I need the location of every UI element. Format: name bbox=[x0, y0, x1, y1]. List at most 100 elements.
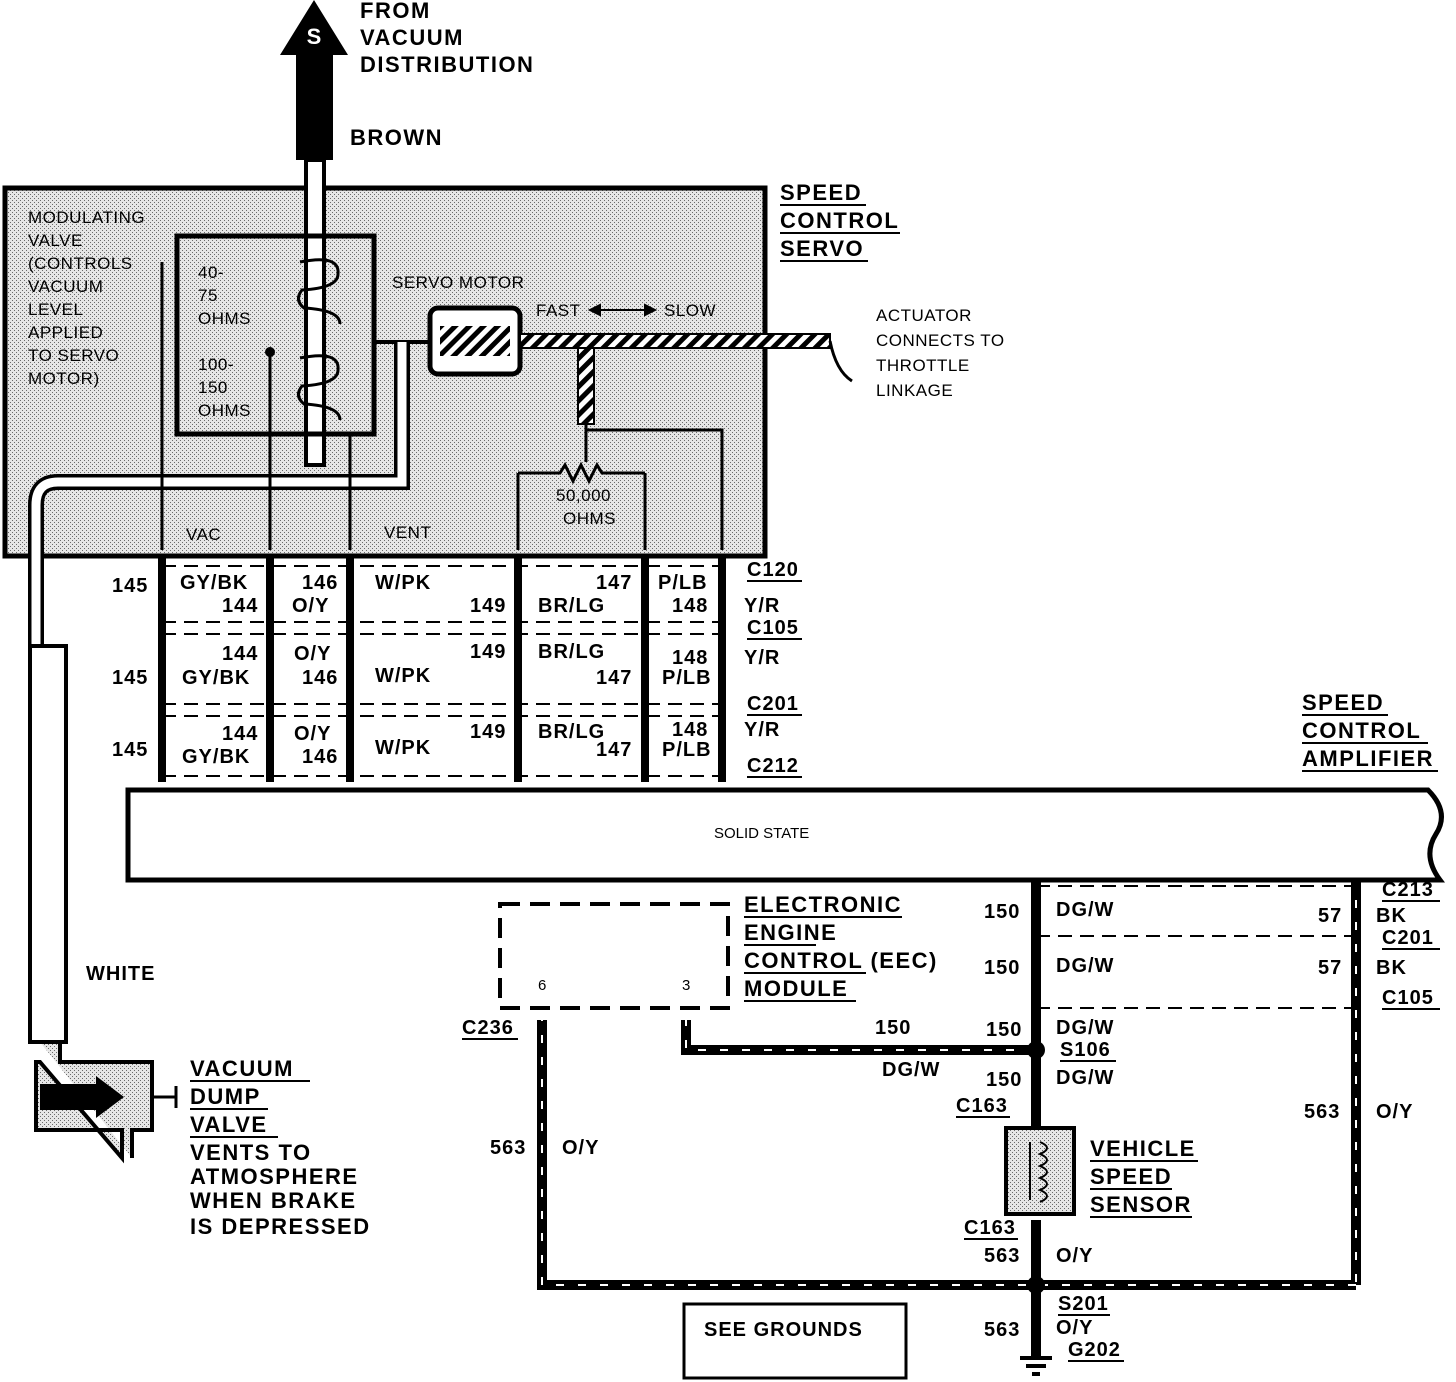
vss-c201-label: C201 bbox=[1382, 927, 1434, 949]
modulating-valve-line-6: APPLIED bbox=[28, 323, 103, 342]
vss-57-r1: 57 bbox=[1318, 905, 1342, 927]
g202-label: G202 bbox=[1068, 1339, 1121, 1361]
r3-149: 149 bbox=[470, 721, 506, 743]
vss-150-r4: 150 bbox=[986, 1069, 1022, 1091]
dump-desc-3: WHEN BRAKE bbox=[190, 1188, 357, 1213]
vss-150-r2: 150 bbox=[984, 957, 1020, 979]
c105-label: C105 bbox=[747, 617, 799, 639]
servo-title-1: SPEED bbox=[780, 180, 862, 205]
vss-150-r3: 150 bbox=[986, 1019, 1022, 1041]
white-hose-label: WHITE bbox=[86, 963, 155, 985]
r3-145: 145 bbox=[112, 739, 148, 761]
servo-title-3: SERVO bbox=[780, 236, 864, 261]
r3-oy: O/Y bbox=[294, 723, 331, 745]
vss-150-r1: 150 bbox=[984, 901, 1020, 923]
potentiometer-wiper-rod bbox=[577, 347, 595, 425]
vss-563-right: 563 bbox=[1304, 1101, 1340, 1123]
brown-hose-label: BROWN bbox=[350, 125, 443, 150]
r1-wpk: W/PK bbox=[375, 572, 431, 594]
eec-module: 6 3 ELECTRONIC ENGINE CONTROL (EEC) MODU… bbox=[498, 892, 938, 1010]
vss-dgw-r2: DG/W bbox=[1056, 955, 1114, 977]
modulating-valve-line-3: (CONTROLS bbox=[28, 254, 133, 273]
white-hose-path-inner bbox=[31, 342, 407, 650]
vss-dgw-r3: DG/W bbox=[1056, 1017, 1114, 1039]
s106-label: S106 bbox=[1060, 1039, 1111, 1061]
dump-desc-1: VENTS TO bbox=[190, 1140, 312, 1165]
eec-title-3: CONTROL (EEC) bbox=[744, 948, 938, 973]
solenoid-lead-vent bbox=[338, 432, 352, 550]
r1-oy: O/Y bbox=[292, 595, 329, 617]
r3-brlg: BR/LG bbox=[538, 721, 605, 743]
r1-148: 148 bbox=[672, 595, 708, 617]
potentiometer-resistor-icon bbox=[518, 461, 645, 485]
r1-144: 144 bbox=[222, 595, 258, 617]
dump-title-2: DUMP bbox=[190, 1084, 261, 1109]
sensor-coil-icon bbox=[1029, 1141, 1048, 1203]
eec-title-1: ELECTRONIC bbox=[744, 892, 902, 917]
c212-label: C212 bbox=[747, 755, 799, 777]
amplifier-body bbox=[125, 787, 1445, 883]
solenoid-coil-lower bbox=[297, 354, 342, 421]
vss-dgw-eec: DG/W bbox=[882, 1059, 940, 1081]
r2-gybk: GY/BK bbox=[182, 667, 250, 689]
eec-module-box bbox=[498, 902, 730, 1010]
vss-title-3: SENSOR bbox=[1090, 1192, 1192, 1217]
coil-1-line-2: 75 bbox=[198, 286, 218, 305]
r3-wpk: W/PK bbox=[375, 737, 431, 759]
splice-s106 bbox=[1027, 1041, 1045, 1059]
c236-label: C236 bbox=[462, 1017, 514, 1039]
r2-144: 144 bbox=[222, 643, 258, 665]
modulating-valve-line-1: MODULATING bbox=[28, 208, 145, 227]
r3-yr: Y/R bbox=[744, 719, 780, 741]
vss-563-left: 563 bbox=[490, 1137, 526, 1159]
brown-vacuum-hose bbox=[304, 158, 326, 467]
slow-label: SLOW bbox=[664, 301, 716, 320]
modulating-valve-line-7: TO SERVO bbox=[28, 346, 119, 365]
connector-dash-lines bbox=[162, 565, 722, 777]
see-grounds-label: SEE GROUNDS bbox=[704, 1319, 863, 1341]
dump-desc-2: ATMOSPHERE bbox=[190, 1164, 359, 1189]
vss-563-center: 563 bbox=[984, 1245, 1020, 1267]
vss-c105-label: C105 bbox=[1382, 987, 1434, 1009]
r1-gybk: GY/BK bbox=[180, 572, 248, 594]
r2-plb: P/LB bbox=[662, 667, 712, 689]
r3-gybk: GY/BK bbox=[182, 746, 250, 768]
r2-146: 146 bbox=[302, 667, 338, 689]
dump-title-3: VALVE bbox=[190, 1112, 268, 1137]
see-grounds-box bbox=[682, 1302, 908, 1380]
speed-control-amplifier: SOLID STATE SPEED CONTROL AMPLIFIER bbox=[125, 690, 1445, 883]
r1-brlg: BR/LG bbox=[538, 595, 605, 617]
modulating-valve-line-2: VALVE bbox=[28, 231, 83, 250]
r3-146: 146 bbox=[302, 746, 338, 768]
dump-valve-stem bbox=[152, 1086, 178, 1108]
r1-147: 147 bbox=[596, 572, 632, 594]
eec-title-2: ENGINE bbox=[744, 920, 837, 945]
vac-label: VAC bbox=[186, 525, 221, 544]
wire-563-loop bbox=[537, 1020, 1356, 1290]
ground-icon bbox=[1020, 1356, 1052, 1376]
eec-pin-6: 6 bbox=[538, 977, 546, 994]
r3-plb: P/LB bbox=[662, 739, 712, 761]
vss-dgw-r4: DG/W bbox=[1056, 1067, 1114, 1089]
r3-144: 144 bbox=[222, 723, 258, 745]
coil-1-line-1: 40- bbox=[198, 263, 224, 282]
actuator-rod bbox=[519, 333, 831, 349]
dump-valve-arrow-icon bbox=[96, 1076, 124, 1118]
vss-oy-center: O/Y bbox=[1056, 1245, 1093, 1267]
servo-motor-label: SERVO MOTOR bbox=[392, 273, 524, 292]
r2-149: 149 bbox=[470, 641, 506, 663]
r2-wpk: W/PK bbox=[375, 665, 431, 687]
modulating-valve-line-8: MOTOR) bbox=[28, 369, 100, 388]
servo-motor-core bbox=[440, 326, 510, 356]
vss-oy-ground: O/Y bbox=[1056, 1317, 1093, 1339]
connector-c120: C120 bbox=[747, 559, 799, 581]
actuator-note: ACTUATOR CONNECTS TO THROTTLE LINKAGE bbox=[876, 306, 1004, 400]
connector-stack: 145 GY/BK 144 146 O/Y W/PK 149 BR/LG 147… bbox=[112, 556, 802, 782]
eec-pin-3: 3 bbox=[682, 977, 690, 994]
dump-valve-plunger bbox=[40, 1084, 96, 1110]
r2-145: 145 bbox=[112, 667, 148, 689]
r1-146: 146 bbox=[302, 572, 338, 594]
vacuum-dump-valve: WHITE VACUUM DUMP VALVE VENTS TO ATMOSPH… bbox=[28, 644, 369, 1239]
fast-slow-arrow-icon bbox=[587, 303, 658, 317]
vacuum-source-arrow-icon bbox=[280, 0, 348, 160]
